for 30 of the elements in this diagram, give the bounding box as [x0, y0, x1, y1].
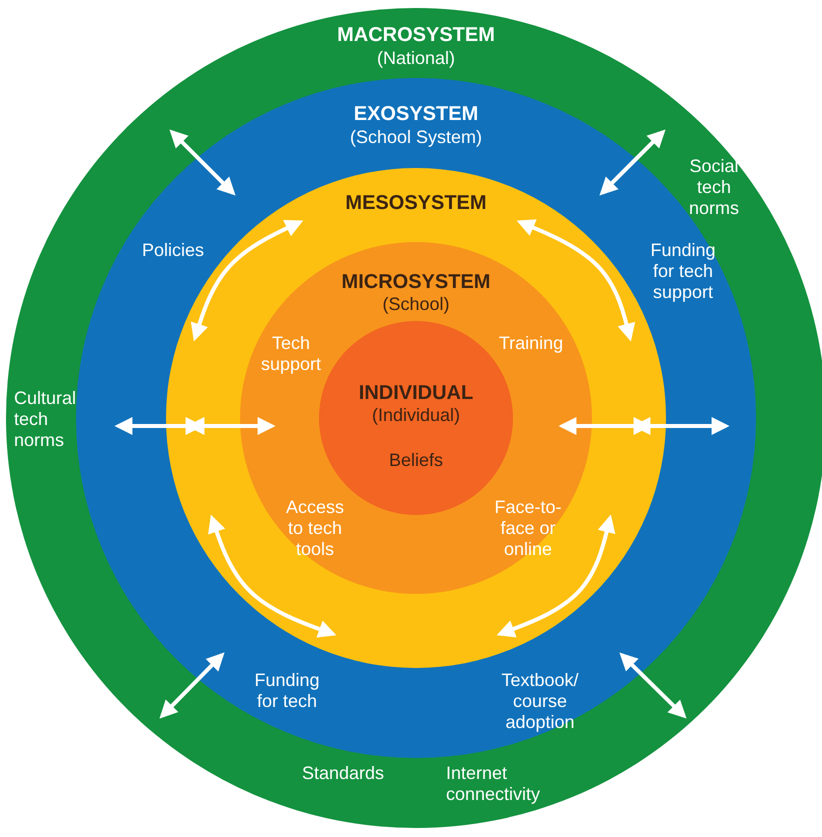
- double-arrow: [619, 652, 687, 719]
- factor-label: Tech support: [260, 333, 322, 375]
- double-arrow: [159, 652, 225, 719]
- double-arrow: [516, 219, 636, 342]
- ring-title: MACROSYSTEM: [336, 24, 496, 46]
- factor-label: Training: [498, 333, 564, 354]
- factor-label: Social tech norms: [688, 156, 740, 219]
- ring-subtitle: (School System): [348, 126, 484, 148]
- factor-label: Standards: [300, 763, 386, 784]
- factor-label: Cultural tech norms: [14, 388, 78, 451]
- double-arrow: [599, 129, 666, 196]
- factor-label: Textbook/ course adoption: [500, 670, 580, 733]
- double-arrow: [190, 220, 304, 342]
- ring-title: MESOSYSTEM: [344, 192, 488, 214]
- ring-title: EXOSYSTEM: [352, 103, 480, 125]
- factor-label: Access to tech tools: [284, 497, 346, 560]
- ring-title: INDIVIDUAL: [358, 382, 474, 404]
- ring-item: Beliefs: [388, 449, 444, 471]
- ring-subtitle: (Individual): [370, 404, 462, 426]
- factor-label: Internet connectivity: [446, 763, 542, 805]
- factor-label: Face-to-face or online: [493, 497, 563, 560]
- factor-label: Funding for tech support: [649, 240, 717, 303]
- ring-subtitle: (School): [381, 293, 451, 315]
- ring-subtitle: (National): [376, 47, 456, 69]
- double-arrow: [208, 514, 336, 638]
- ring-title: MICROSYSTEM: [340, 271, 492, 293]
- double-arrow: [496, 514, 616, 638]
- factor-label: Policies: [140, 240, 206, 261]
- double-arrow: [169, 129, 236, 196]
- factor-label: Funding for tech: [253, 670, 321, 712]
